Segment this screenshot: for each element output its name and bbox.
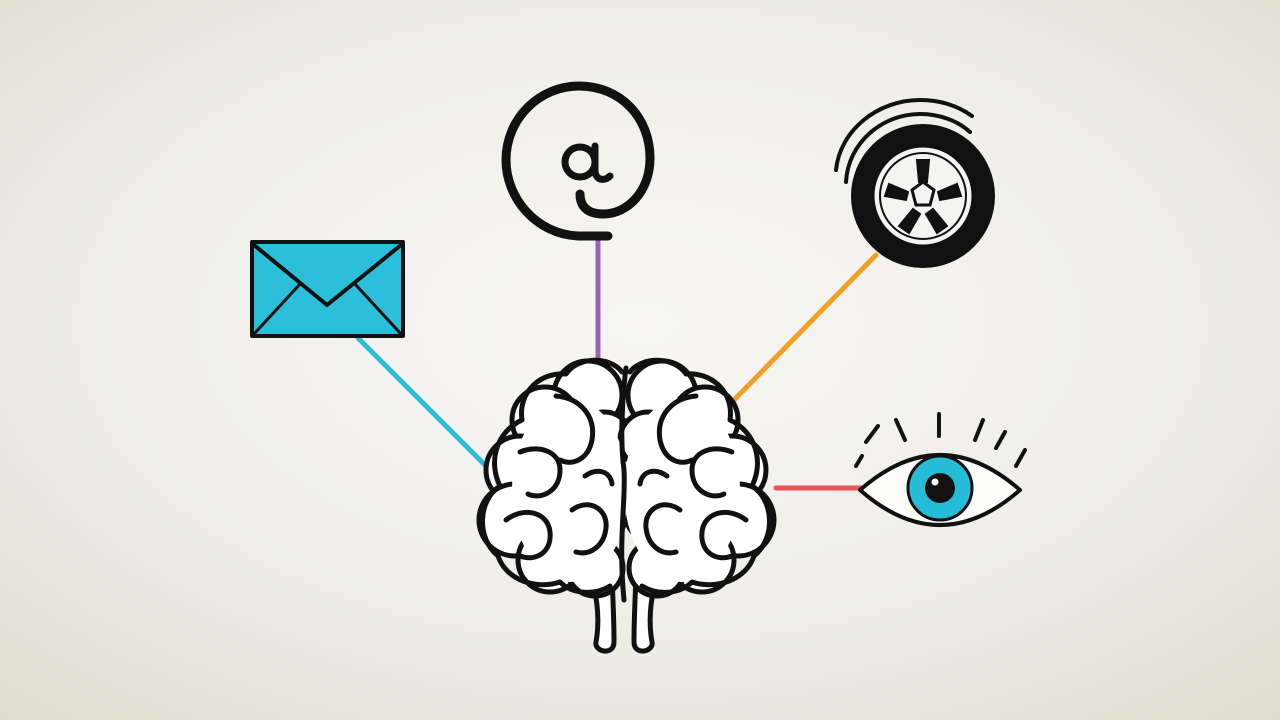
eye-icon (854, 412, 1027, 527)
brain-icon (476, 357, 777, 654)
tire-icon (834, 97, 995, 268)
brain-outline (480, 357, 772, 595)
connector-tire-line (731, 252, 879, 403)
tire-motion-arc-1 (834, 97, 974, 172)
brain-folds (503, 365, 749, 603)
at-sign-inner-stem (591, 142, 614, 183)
eye-highlight (931, 478, 939, 486)
eye-lashes (854, 412, 1027, 468)
envelope-flap (252, 243, 403, 307)
tire-hub (910, 180, 936, 207)
connector-envelope-line (355, 335, 491, 471)
connectors (355, 237, 879, 491)
envelope-icon (250, 240, 405, 338)
at-sign-spiral (501, 81, 655, 241)
envelope-fold-left (252, 282, 302, 336)
eye-pupil (925, 473, 955, 503)
at-sign-icon (501, 81, 655, 241)
brain-fill-cover (512, 398, 740, 582)
tire-rim-edge (879, 152, 967, 240)
tire-motion-arc-2 (844, 111, 972, 184)
envelope-body (250, 240, 405, 338)
tire-spokes (883, 159, 963, 235)
envelope-fold-right (353, 282, 403, 336)
